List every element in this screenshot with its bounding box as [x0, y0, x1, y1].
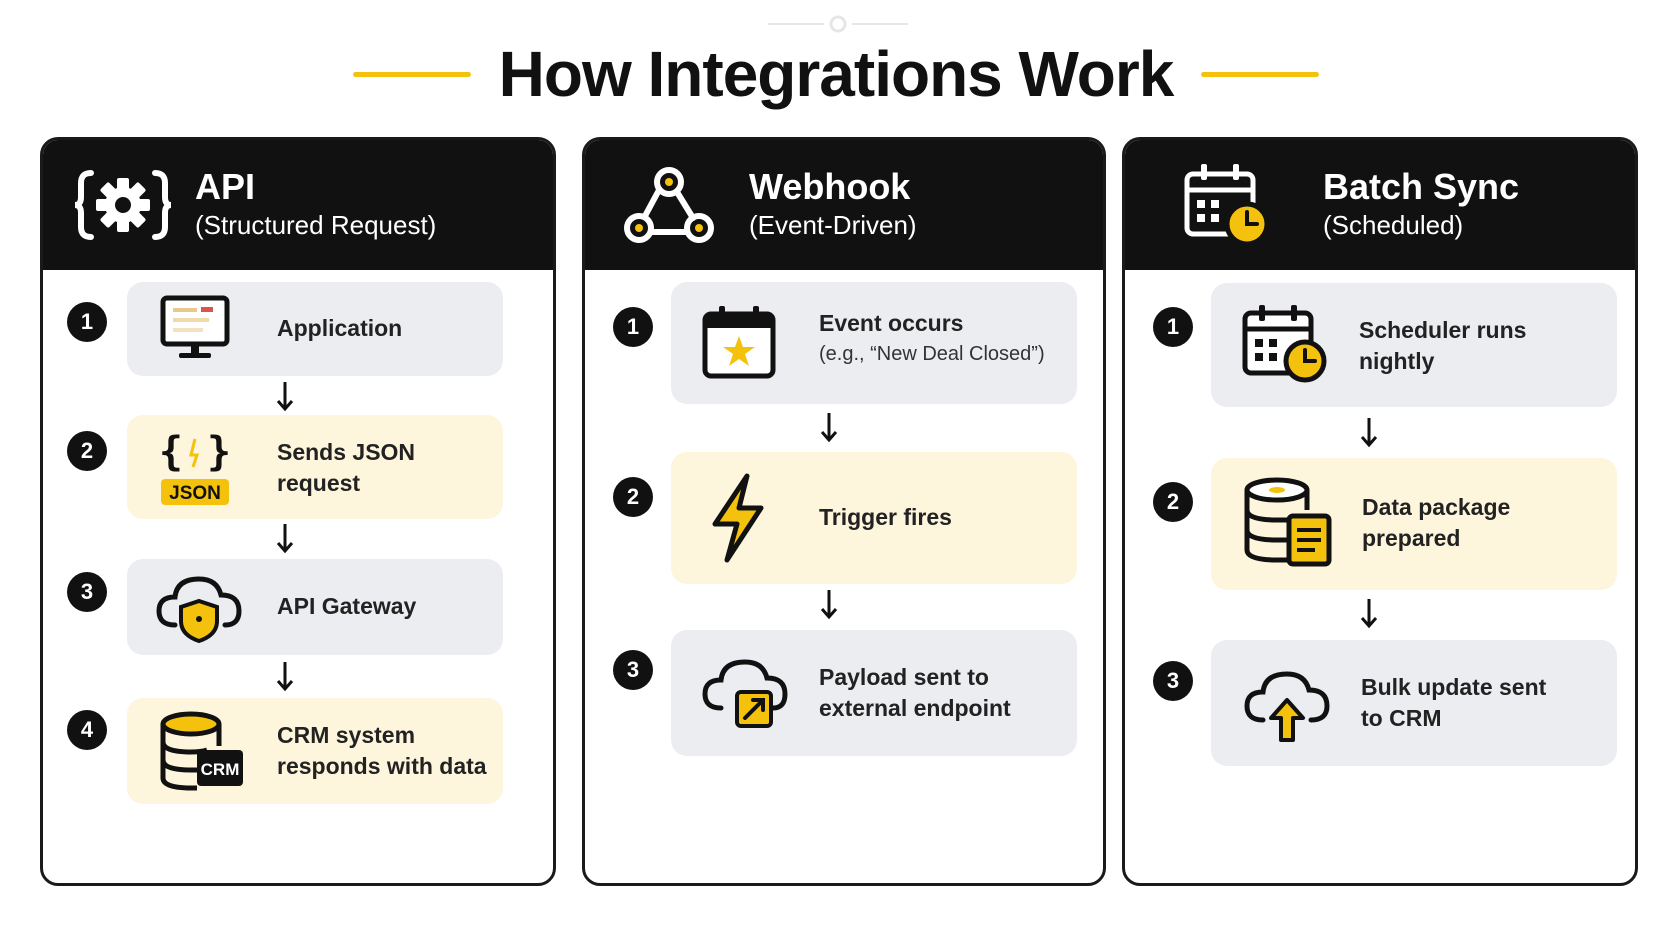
step-label: Sends JSON request: [277, 439, 416, 496]
panel-header-api: API (Structured Request): [43, 140, 553, 270]
step-number: 3: [67, 572, 107, 612]
step-label: Payload sent to external endpoint: [819, 664, 1011, 721]
page-title: How Integrations Work: [498, 38, 1175, 110]
monitor-icon: [155, 294, 235, 364]
calendar-clock-icon: [1177, 160, 1277, 250]
svg-text:{ }: { }: [159, 429, 231, 475]
step-sublabel: (e.g., “New Deal Closed”): [819, 343, 1045, 365]
calendar-star-icon: [699, 302, 779, 382]
webhook-icon: [619, 160, 719, 250]
title-line-left: [352, 71, 471, 77]
crm-database-icon: CRM: [157, 710, 247, 794]
title-line-right: [1201, 71, 1320, 77]
step-number: 2: [613, 477, 653, 517]
step-bulk-update: Bulk update sent to CRM: [1211, 640, 1617, 766]
step-label-text: Event occurs: [819, 310, 964, 336]
cloud-external-icon: [699, 648, 791, 736]
arrow-down-icon: [276, 662, 294, 692]
panel-api: API (Structured Request) 1 Application 2…: [40, 137, 556, 886]
cloud-upload-icon: [1241, 658, 1333, 746]
step-number: 3: [1153, 661, 1193, 701]
panel-subtitle: (Event-Driven): [749, 210, 917, 240]
arrow-down-icon: [820, 590, 838, 620]
title-row: How Integrations Work: [0, 38, 1672, 110]
step-number: 1: [67, 302, 107, 342]
step-number: 2: [1153, 482, 1193, 522]
arrow-down-icon: [276, 524, 294, 554]
step-label: Application: [277, 315, 403, 341]
step-number: 4: [67, 710, 107, 750]
json-icon-text: JSON: [169, 483, 221, 504]
code-gear-icon: [73, 160, 173, 250]
step-payload-sent: Payload sent to external endpoint: [671, 630, 1077, 756]
panel-header-webhook: Webhook (Event-Driven): [585, 140, 1103, 270]
step-crm-responds: CRM CRM system responds with data: [127, 698, 503, 804]
panel-subtitle: (Scheduled): [1323, 210, 1464, 240]
step-label: CRM system responds with data: [277, 722, 487, 779]
arrow-down-icon: [1360, 418, 1378, 448]
step-label: Trigger fires: [819, 504, 952, 530]
top-ornament: [768, 15, 908, 33]
json-icon: { } JSON: [155, 425, 235, 509]
panel-title: Batch Sync: [1323, 166, 1520, 207]
step-number: 1: [1153, 307, 1193, 347]
database-document-icon: [1241, 476, 1337, 568]
step-number: 2: [67, 431, 107, 471]
panel-title: Webhook: [749, 166, 911, 207]
step-label: Bulk update sent to CRM: [1361, 674, 1547, 731]
crm-icon-text: CRM: [201, 760, 240, 779]
lightning-icon: [703, 472, 773, 564]
step-label: Scheduler runs nightly: [1359, 317, 1527, 374]
step-application: Application: [127, 282, 503, 376]
step-label: API Gateway: [277, 593, 417, 619]
step-number: 3: [613, 650, 653, 690]
step-trigger-fires: Trigger fires: [671, 452, 1077, 584]
step-label: Event occurs (e.g., “New Deal Closed”): [819, 308, 1069, 369]
arrow-down-icon: [820, 413, 838, 443]
panel-subtitle: (Structured Request): [195, 210, 437, 240]
step-scheduler-runs: Scheduler runs nightly: [1211, 283, 1617, 407]
step-label: Data package prepared: [1362, 494, 1511, 551]
step-event-occurs: Event occurs (e.g., “New Deal Closed”): [671, 282, 1077, 404]
step-api-gateway: API Gateway: [127, 559, 503, 655]
panel-header-batch-sync: Batch Sync (Scheduled): [1125, 140, 1635, 270]
step-data-package: Data package prepared: [1211, 458, 1617, 590]
arrow-down-icon: [1360, 599, 1378, 629]
cloud-shield-icon: [155, 569, 245, 645]
panel-batch-sync: Batch Sync (Scheduled) 1 Scheduler runs …: [1122, 137, 1638, 886]
step-number: 1: [613, 307, 653, 347]
panel-title: API: [195, 166, 256, 207]
calendar-clock-icon: [1239, 301, 1329, 385]
step-sends-json: { } JSON Sends JSON request: [127, 415, 503, 519]
panel-webhook: Webhook (Event-Driven) 1 Event occurs (e…: [582, 137, 1106, 886]
arrow-down-icon: [276, 382, 294, 412]
